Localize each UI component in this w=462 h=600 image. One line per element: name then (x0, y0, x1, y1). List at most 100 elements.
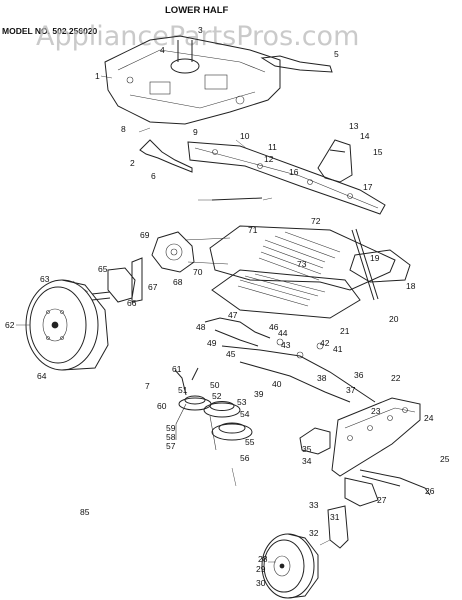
page-reference: 85 (80, 507, 90, 517)
callout-28: 28 (258, 554, 268, 564)
callout-36: 36 (354, 370, 364, 380)
disc-67 (131, 257, 143, 303)
callout-37: 37 (346, 385, 356, 395)
callout-6: 6 (151, 171, 156, 181)
callout-14: 14 (360, 131, 370, 141)
callout-15: 15 (373, 147, 383, 157)
callout-39: 39 (254, 389, 264, 399)
callout-49: 49 (207, 338, 217, 348)
bracket-14 (317, 139, 353, 183)
callout-11: 11 (268, 142, 277, 152)
callout-51: 51 (178, 385, 188, 395)
callout-71: 71 (248, 225, 258, 235)
callout-57: 57 (166, 441, 176, 451)
callout-55: 55 (245, 437, 255, 447)
callout-33: 33 (309, 500, 319, 510)
callout-64: 64 (37, 371, 47, 381)
callout-19: 19 (370, 253, 380, 263)
callout-68: 68 (173, 277, 183, 287)
lever-assembly (204, 317, 376, 403)
callout-54: 54 (240, 409, 250, 419)
callout-27: 27 (377, 495, 387, 505)
callout-20: 20 (389, 314, 399, 324)
leader-lines (16, 75, 331, 563)
chassis-plate (104, 35, 281, 125)
left-rear-wheel (25, 279, 109, 371)
model-number: MODEL NO. 502.256020 (2, 26, 98, 36)
callout-7: 7 (145, 381, 150, 391)
link-67 (211, 197, 263, 201)
rod-19 (351, 228, 379, 301)
callout-73: 73 (297, 259, 307, 269)
callout-40: 40 (272, 379, 282, 389)
callout-21: 21 (340, 326, 350, 336)
spindle-arm-28 (327, 505, 349, 549)
callout-23: 23 (371, 406, 381, 416)
callout-16: 16 (289, 167, 299, 177)
front-axle-24 (331, 397, 421, 477)
callout-50: 50 (210, 380, 220, 390)
frame-rail-10 (187, 141, 386, 215)
callout-24: 24 (424, 413, 434, 423)
callout-70: 70 (193, 267, 203, 277)
callout-18: 18 (406, 281, 416, 291)
callout-3: 3 (198, 25, 203, 35)
callout-2: 2 (130, 158, 135, 168)
callout-43: 43 (281, 340, 291, 350)
callout-46: 46 (269, 322, 279, 332)
watermark: AppliancePartsPros.com (36, 21, 359, 52)
callout-25: 25 (440, 454, 450, 464)
front-wheel (261, 533, 319, 599)
bracket-66 (107, 267, 136, 303)
pulley-69 (151, 231, 231, 273)
callout-72: 72 (311, 216, 321, 226)
callout-31: 31 (330, 512, 340, 522)
callout-38: 38 (317, 373, 327, 383)
callout-5: 5 (334, 49, 339, 59)
callout-59: 59 (166, 423, 176, 433)
callout-10: 10 (240, 131, 250, 141)
plate-18 (349, 249, 411, 283)
callout-69: 69 (140, 230, 150, 240)
callout-53: 53 (237, 397, 247, 407)
callout-60: 60 (157, 401, 167, 411)
callout-17: 17 (363, 182, 373, 192)
callout-58: 58 (166, 432, 176, 442)
clutch-pulley-group (174, 367, 253, 451)
callout-67: 67 (148, 282, 158, 292)
callout-4: 4 (160, 45, 165, 55)
callout-52: 52 (212, 391, 222, 401)
callout-63: 63 (40, 274, 50, 284)
callout-45: 45 (226, 349, 236, 359)
tie-rod-26 (359, 469, 431, 496)
callout-61: 61 (172, 364, 182, 374)
callout-labels: 1 2 3 4 5 6 7 8 9 10 11 12 13 14 15 16 1… (5, 25, 450, 588)
callout-44: 44 (278, 328, 288, 338)
callout-8: 8 (121, 124, 126, 134)
callout-62: 62 (5, 320, 15, 330)
link-arm-5 (260, 55, 333, 73)
callout-66: 66 (127, 298, 137, 308)
callout-1: 1 (95, 71, 100, 81)
callout-26: 26 (425, 486, 435, 496)
callout-48: 48 (196, 322, 206, 332)
callout-56: 56 (240, 453, 250, 463)
rod-6 (139, 139, 193, 173)
callout-41: 41 (333, 344, 343, 354)
callout-12: 12 (264, 154, 274, 164)
axle-spacer-45 (91, 291, 111, 301)
steering-link-34 (299, 427, 331, 455)
callout-29: 29 (256, 564, 266, 574)
deck-frame (209, 225, 396, 319)
callout-47: 47 (228, 310, 238, 320)
callout-22: 22 (391, 373, 401, 383)
callout-42: 42 (320, 338, 330, 348)
callout-34: 34 (302, 456, 312, 466)
callout-35: 35 (302, 444, 312, 454)
spindle-27 (344, 477, 379, 507)
callout-30: 30 (256, 578, 266, 588)
callout-65: 65 (98, 264, 108, 274)
callout-9: 9 (193, 127, 198, 137)
callout-32: 32 (309, 528, 319, 538)
